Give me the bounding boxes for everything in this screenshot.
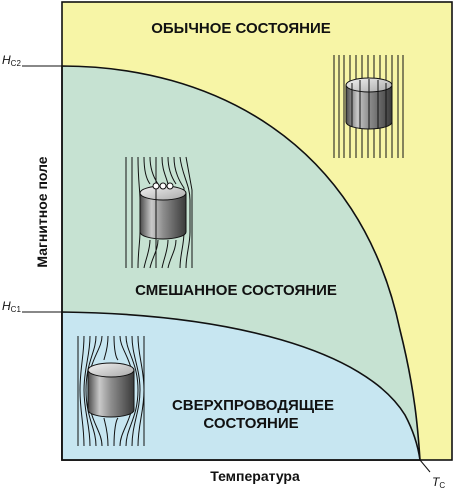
superconducting-state-label-line2: СОСТОЯНИЕ: [203, 415, 298, 432]
superconductor-cylinder-field-lines-icon: [77, 335, 145, 447]
hc2-label: HC2: [2, 53, 21, 68]
hc1-label: HC1: [2, 299, 21, 314]
tc-label: TC: [432, 475, 445, 490]
superconducting-state-label-line1: СВЕРХПРОВОДЯЩЕЕ: [172, 397, 334, 414]
plot-frame: [61, 1, 453, 461]
cylinder-partial-flux-penetration-icon: [125, 156, 193, 269]
normal-state-label: ОБЫЧНОЕ СОСТОЯНИЕ: [151, 20, 331, 37]
mixed-state-label: СМЕШАННОЕ СОСТОЯНИЕ: [135, 282, 337, 299]
cylinder-full-flux-penetration-icon: [333, 55, 404, 158]
superconducting-state-region: [61, 311, 421, 461]
tc-tick: [419, 459, 431, 473]
y-axis-label: Магнитное поле: [34, 156, 50, 267]
x-axis-label: Температура: [210, 468, 300, 484]
